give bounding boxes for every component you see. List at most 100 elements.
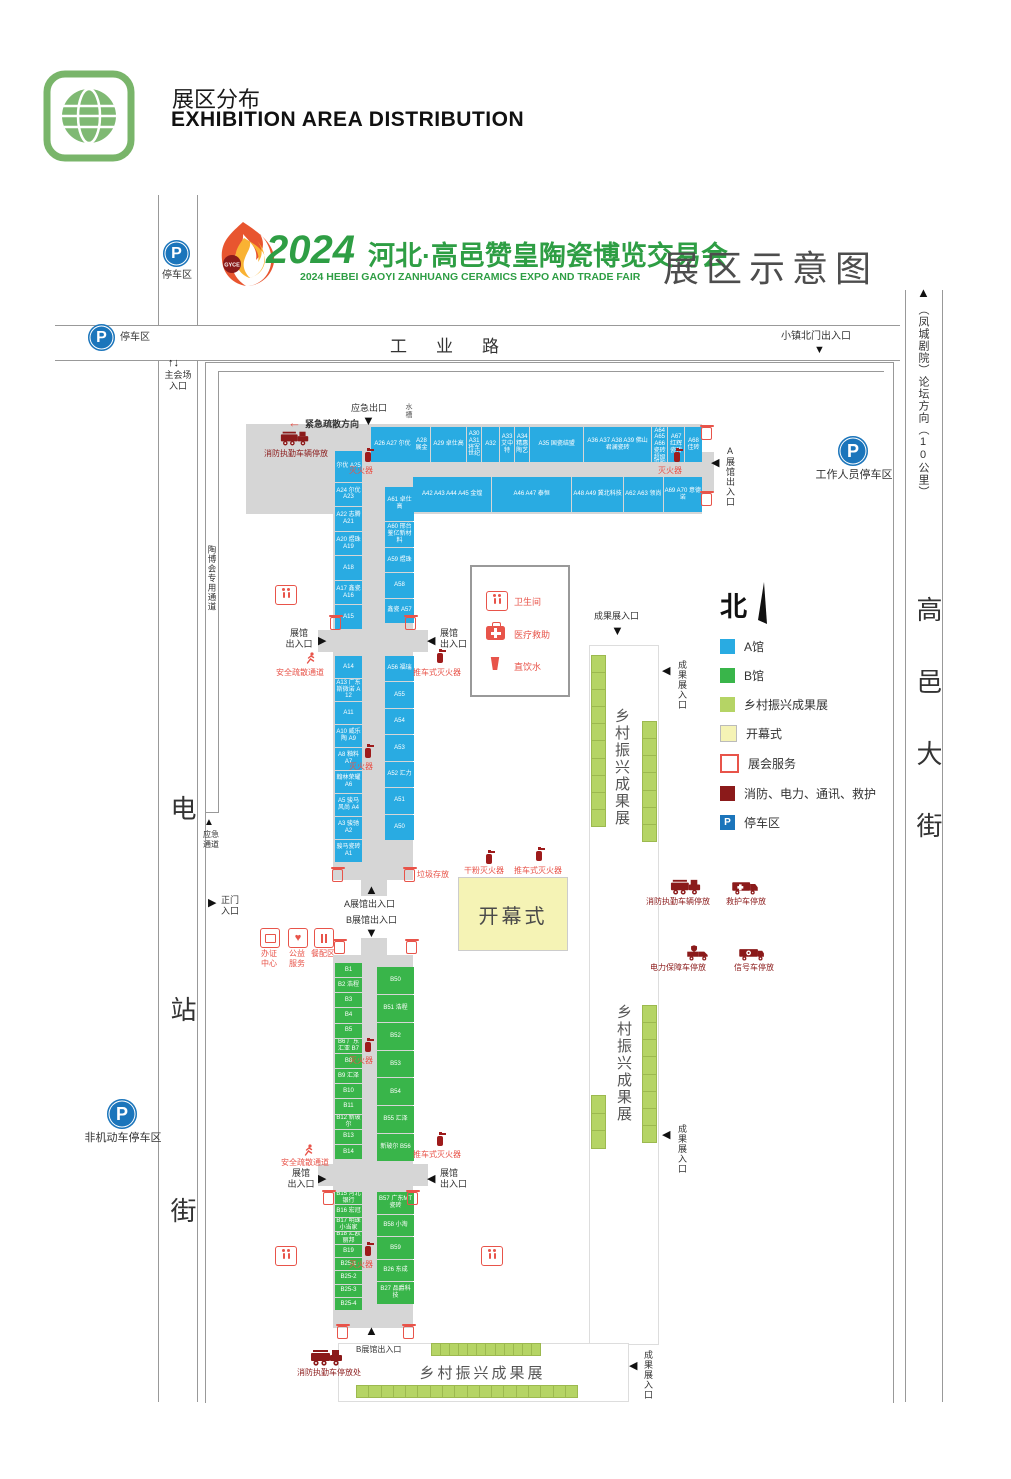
legend-swatch — [720, 639, 735, 654]
welfare-heart-icon: ♥ — [288, 928, 308, 948]
expo-lane-label: 陶博会专用通道 — [207, 545, 217, 612]
hall-a-booth: A51 — [385, 788, 414, 814]
cart-extinguisher-icon — [437, 1132, 446, 1146]
legend-item: 展会服务 — [720, 754, 876, 773]
hall-b-booth: B11 — [335, 1099, 362, 1114]
trash-bin-icon — [404, 938, 419, 954]
hall-b-left-stub — [318, 1164, 333, 1186]
hall-b-booth: B13 — [335, 1129, 362, 1144]
rural-booth-cell — [530, 1343, 541, 1356]
medical-aid-label: 医疗救助 — [514, 630, 551, 640]
hall-a-booth: A28 展金 — [413, 427, 431, 462]
rural-booth-cell — [503, 1343, 514, 1356]
hall-b-booth: B25-1 — [335, 1258, 362, 1271]
flame-badge-text: GYCE — [224, 263, 240, 269]
hall-a-right-stub — [700, 452, 714, 492]
rural-booth-cell — [642, 823, 657, 842]
trash-bin-icon — [335, 1323, 350, 1339]
cert-center-label: 办证 中心 — [261, 949, 277, 968]
hall-a-booth: A13 广东斯微诺 A12 — [335, 679, 362, 701]
hall-a-booth: A68 佳砖 — [684, 427, 702, 462]
hall-a-booth: A61 卓仕高 — [385, 487, 414, 522]
legend-label: 停车区 — [744, 816, 781, 830]
rural-booth-cell — [591, 740, 606, 759]
rural-booth-cell — [591, 723, 606, 742]
rural-booth-cell — [449, 1343, 460, 1356]
fire-extinguisher-icon — [365, 1038, 374, 1052]
page-title-en: EXHIBITION AREA DISTRIBUTION — [171, 108, 525, 131]
road-intersection — [159, 326, 195, 358]
hall-a-booth: A11 — [335, 702, 362, 724]
cart-extinguisher-label: 推车式灭火器 — [413, 1150, 461, 1159]
rural-booth-cell — [642, 806, 657, 825]
cart-extinguisher-icon — [536, 847, 545, 861]
welfare-label: 公益 服务 — [289, 949, 305, 968]
hall-b-booth: B19 — [335, 1244, 362, 1258]
rural-booth-cell — [405, 1385, 419, 1398]
north-needle-icon — [758, 582, 767, 624]
trash-bin-icon — [401, 1323, 416, 1339]
legend-item: P 停车区 — [720, 814, 876, 831]
hall-a-booth: A29 卓仕高 — [431, 427, 467, 462]
hall-b-booth: B3 — [335, 993, 362, 1008]
hall-a-booth: A59 煜珠 — [385, 547, 414, 573]
banner-title-zh: 河北·高邑赞皇陶瓷博览交易会 — [368, 241, 728, 271]
left-street-label: 电站街 — [167, 795, 197, 1398]
legend-swatch — [720, 697, 735, 712]
expo-lane-inner-line — [218, 371, 219, 812]
water-trough-label: 水槽 — [405, 403, 412, 419]
hall-b-gate-label: B展馆出入口 — [346, 915, 398, 925]
achievement-gate-arrow-icon: ◀ — [662, 1129, 671, 1141]
rural-cells-bottom-bottom — [355, 1385, 579, 1398]
rural-booth-cell — [527, 1385, 542, 1398]
fire-parking-label-topleft: 消防执勤车辆停放 — [264, 449, 328, 458]
main-gate-label: 正门 入口 — [221, 895, 240, 916]
rural-cells-lower-right — [642, 1004, 657, 1144]
fire-extinguisher-label: 灭火器 — [349, 1260, 373, 1269]
legend-item: B馆 — [720, 667, 876, 684]
hall-b-booth: B18 汇欧丽邦 — [335, 1231, 362, 1244]
hall-a-east-gate-arrow-icon: ◀ — [711, 457, 720, 469]
rural-booth-cell — [642, 1004, 657, 1024]
ambulance-icon — [731, 878, 759, 895]
achievement-gate-label: 成果展入口 — [677, 1124, 687, 1174]
legend-item: 消防、电力、通讯、救护 — [720, 785, 876, 802]
venue-border-top-outer — [205, 362, 893, 363]
hall-b-booth: B25-2 — [335, 1271, 362, 1284]
rural-booth-cell — [591, 672, 606, 691]
hall-b-gate-label-bottom: B展馆出入口 — [356, 1345, 402, 1354]
facility-box — [470, 565, 570, 697]
fire-extinguisher-icon — [365, 744, 374, 758]
rural-cells-upper-left — [591, 654, 606, 827]
rural-booth-cell — [494, 1343, 505, 1356]
trash-bin-icon — [332, 938, 347, 954]
rural-booth-cell — [642, 1073, 657, 1092]
rural-booth-cell — [380, 1385, 394, 1398]
hall-a-booth: A22 志腾 A21 — [335, 507, 362, 531]
legend-item: 乡村振兴成果展 — [720, 696, 876, 713]
rural-booth-cell — [552, 1385, 566, 1398]
cart-extinguisher-icon — [437, 649, 446, 663]
rural-booth-cell — [392, 1385, 407, 1398]
fire-duty-spot-label: 消防执勤车停放处 — [297, 1368, 361, 1377]
rural-booth-cell — [512, 1343, 523, 1356]
dining-icon — [314, 928, 334, 948]
rural-booth-cell — [591, 791, 606, 810]
hall-a-booth: A5 骏马风尚 A4 — [335, 794, 362, 816]
hall-b-booth: B25-3 — [335, 1284, 362, 1297]
hall-a-left-stub — [318, 630, 333, 652]
hall-gate-label: 展馆 出入口 — [287, 1168, 315, 1189]
rural-booth-cell — [355, 1385, 370, 1398]
hall-a-east-gate-label: A展馆出入口 — [725, 446, 735, 507]
hall-a-booth: A60 邢台鉴亿新材料 — [385, 522, 414, 547]
rural-booth-cell — [454, 1385, 468, 1398]
page-title-zh: 展区分布 — [172, 87, 261, 112]
road-industry-label: 工 业 路 — [390, 337, 505, 356]
hall-b-booth: B57 广东MT瓷砖 — [377, 1192, 414, 1214]
rural-booth-cell — [466, 1385, 480, 1398]
hall-b-booth: B15 河北银行 — [335, 1192, 362, 1205]
hall-a-booth: A56 福瑞 — [385, 656, 414, 682]
rural-booth-cell — [441, 1385, 456, 1398]
